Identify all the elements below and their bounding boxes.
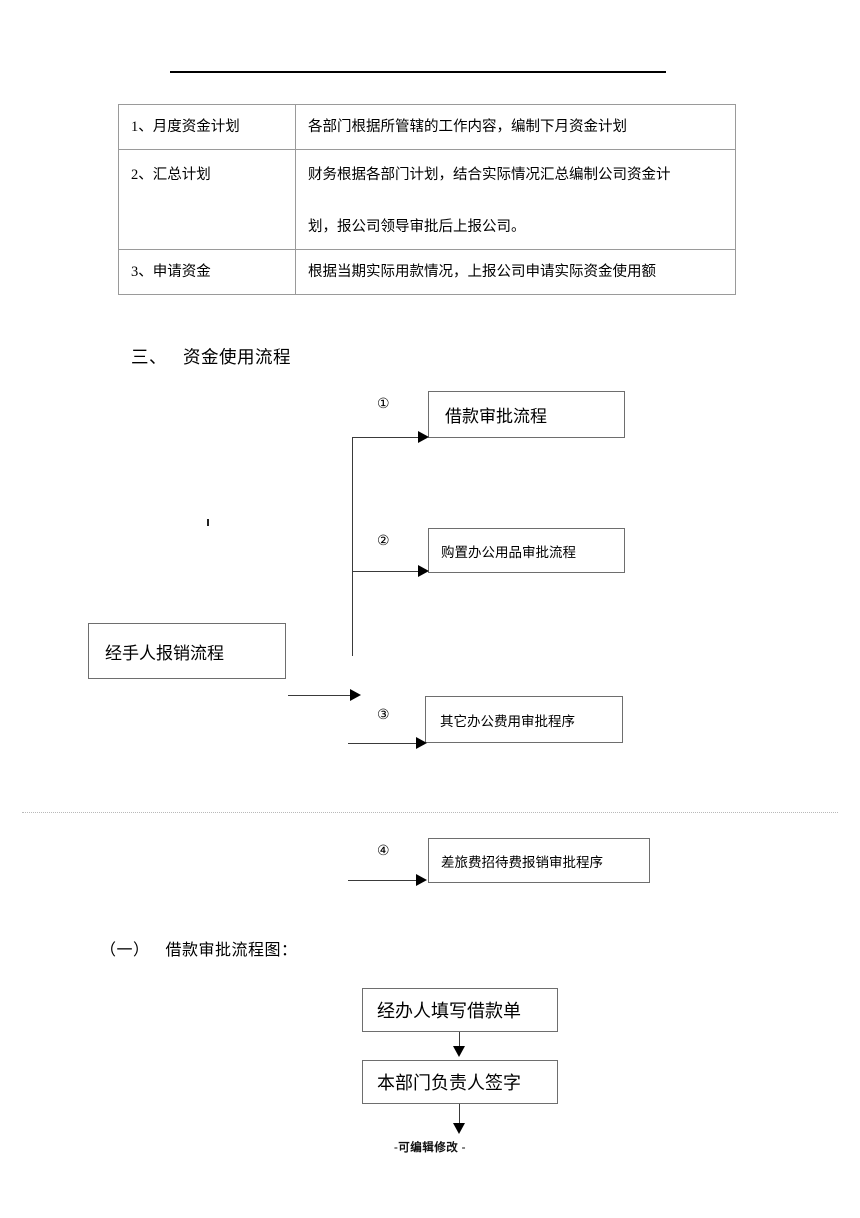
arrowhead-right-icon: [418, 431, 429, 443]
plan-row-label: 1、月度资金计划: [118, 103, 296, 151]
flow-box-handler-reimbursement: 经手人报销流程: [88, 623, 286, 679]
arrowhead-down-icon: [453, 1046, 465, 1057]
subsection-heading-one-number: （一）: [100, 942, 150, 959]
section-heading-three-number: 三、: [131, 347, 167, 367]
plan-row-description: 财务根据各部门计划，结合实际情况汇总编制公司资金计 划，报公司领导审批后上报公司…: [295, 149, 736, 250]
flow-box-travel-entertainment-approval: 差旅费招待费报销审批程序: [428, 838, 650, 883]
connector-down-2: [459, 1104, 460, 1126]
connector-handler-stub: [288, 695, 354, 696]
flow-box-office-supplies-approval: 购置办公用品审批流程: [428, 528, 625, 573]
table-row: 2、汇总计划 财务根据各部门计划，结合实际情况汇总编制公司资金计 划，报公司领导…: [118, 149, 736, 250]
flow-box-travel-entertainment-approval-label: 差旅费招待费报销审批程序: [441, 854, 603, 870]
plan-row-label: 3、申请资金: [118, 248, 296, 296]
plan-row-description: 根据当期实际用款情况，上报公司申请实际资金使用额: [295, 248, 736, 296]
plan-row-label: 2、汇总计划: [118, 149, 296, 250]
flow-box-fill-loan-form-label: 经办人填写借款单: [377, 1001, 521, 1021]
branch-marker-2: ②: [377, 534, 390, 549]
table-row: 3、申请资金 根据当期实际用款情况，上报公司申请实际资金使用额: [118, 248, 736, 296]
plan-row-description-line: 财务根据各部门计划，结合实际情况汇总编制公司资金计: [308, 167, 671, 184]
flow-box-other-office-expense-approval: 其它办公费用审批程序: [425, 696, 623, 743]
connector-branch-3: [348, 743, 420, 744]
page-break-divider: [22, 812, 838, 813]
stray-mark: [207, 519, 209, 526]
plan-row-description-line: 划，报公司领导审批后上报公司。: [308, 218, 526, 235]
plan-row-description-line: 各部门根据所管辖的工作内容，编制下月资金计划: [308, 119, 627, 135]
connector-branch-2: [352, 571, 422, 572]
flow-box-loan-approval: 借款审批流程: [428, 391, 625, 438]
subsection-heading-one: （一） 借款审批流程图：: [100, 936, 298, 960]
flow-box-department-head-signature-label: 本部门负责人签字: [377, 1073, 521, 1093]
connector-spine-vertical: [352, 437, 353, 656]
arrowhead-right-icon: [418, 565, 429, 577]
arrowhead-right-icon: [416, 737, 427, 749]
flow-box-fill-loan-form: 经办人填写借款单: [362, 988, 558, 1032]
section-heading-three: 三、资金使用流程: [131, 344, 291, 369]
branch-marker-4: ④: [377, 844, 390, 859]
flow-box-handler-reimbursement-label: 经手人报销流程: [105, 643, 224, 663]
arrowhead-right-icon: [350, 689, 361, 701]
branch-marker-1: ①: [377, 397, 390, 412]
flow-box-other-office-expense-approval-label: 其它办公费用审批程序: [440, 713, 575, 729]
plan-row-description-line: 根据当期实际用款情况，上报公司申请实际资金使用额: [308, 263, 656, 280]
footer-note: -可编辑修改 -: [393, 1142, 467, 1154]
header-rule: [170, 71, 666, 73]
connector-branch-4: [348, 880, 420, 881]
arrowhead-down-icon: [453, 1123, 465, 1134]
section-heading-three-title: 资金使用流程: [183, 347, 291, 367]
table-row: 1、月度资金计划 各部门根据所管辖的工作内容，编制下月资金计划: [118, 103, 736, 151]
flow-box-department-head-signature: 本部门负责人签字: [362, 1060, 558, 1104]
connector-down-1: [459, 1032, 460, 1049]
plan-row-description: 各部门根据所管辖的工作内容，编制下月资金计划: [295, 103, 736, 151]
connector-branch-1: [352, 437, 422, 438]
arrowhead-right-icon: [416, 874, 427, 886]
funding-plan-table: 1、月度资金计划 各部门根据所管辖的工作内容，编制下月资金计划 2、汇总计划 财…: [118, 103, 736, 296]
branch-marker-3: ③: [377, 708, 390, 723]
subsection-heading-one-title: 借款审批流程图：: [165, 942, 298, 959]
flow-box-office-supplies-approval-label: 购置办公用品审批流程: [441, 544, 576, 560]
flow-box-loan-approval-label: 借款审批流程: [445, 407, 547, 426]
